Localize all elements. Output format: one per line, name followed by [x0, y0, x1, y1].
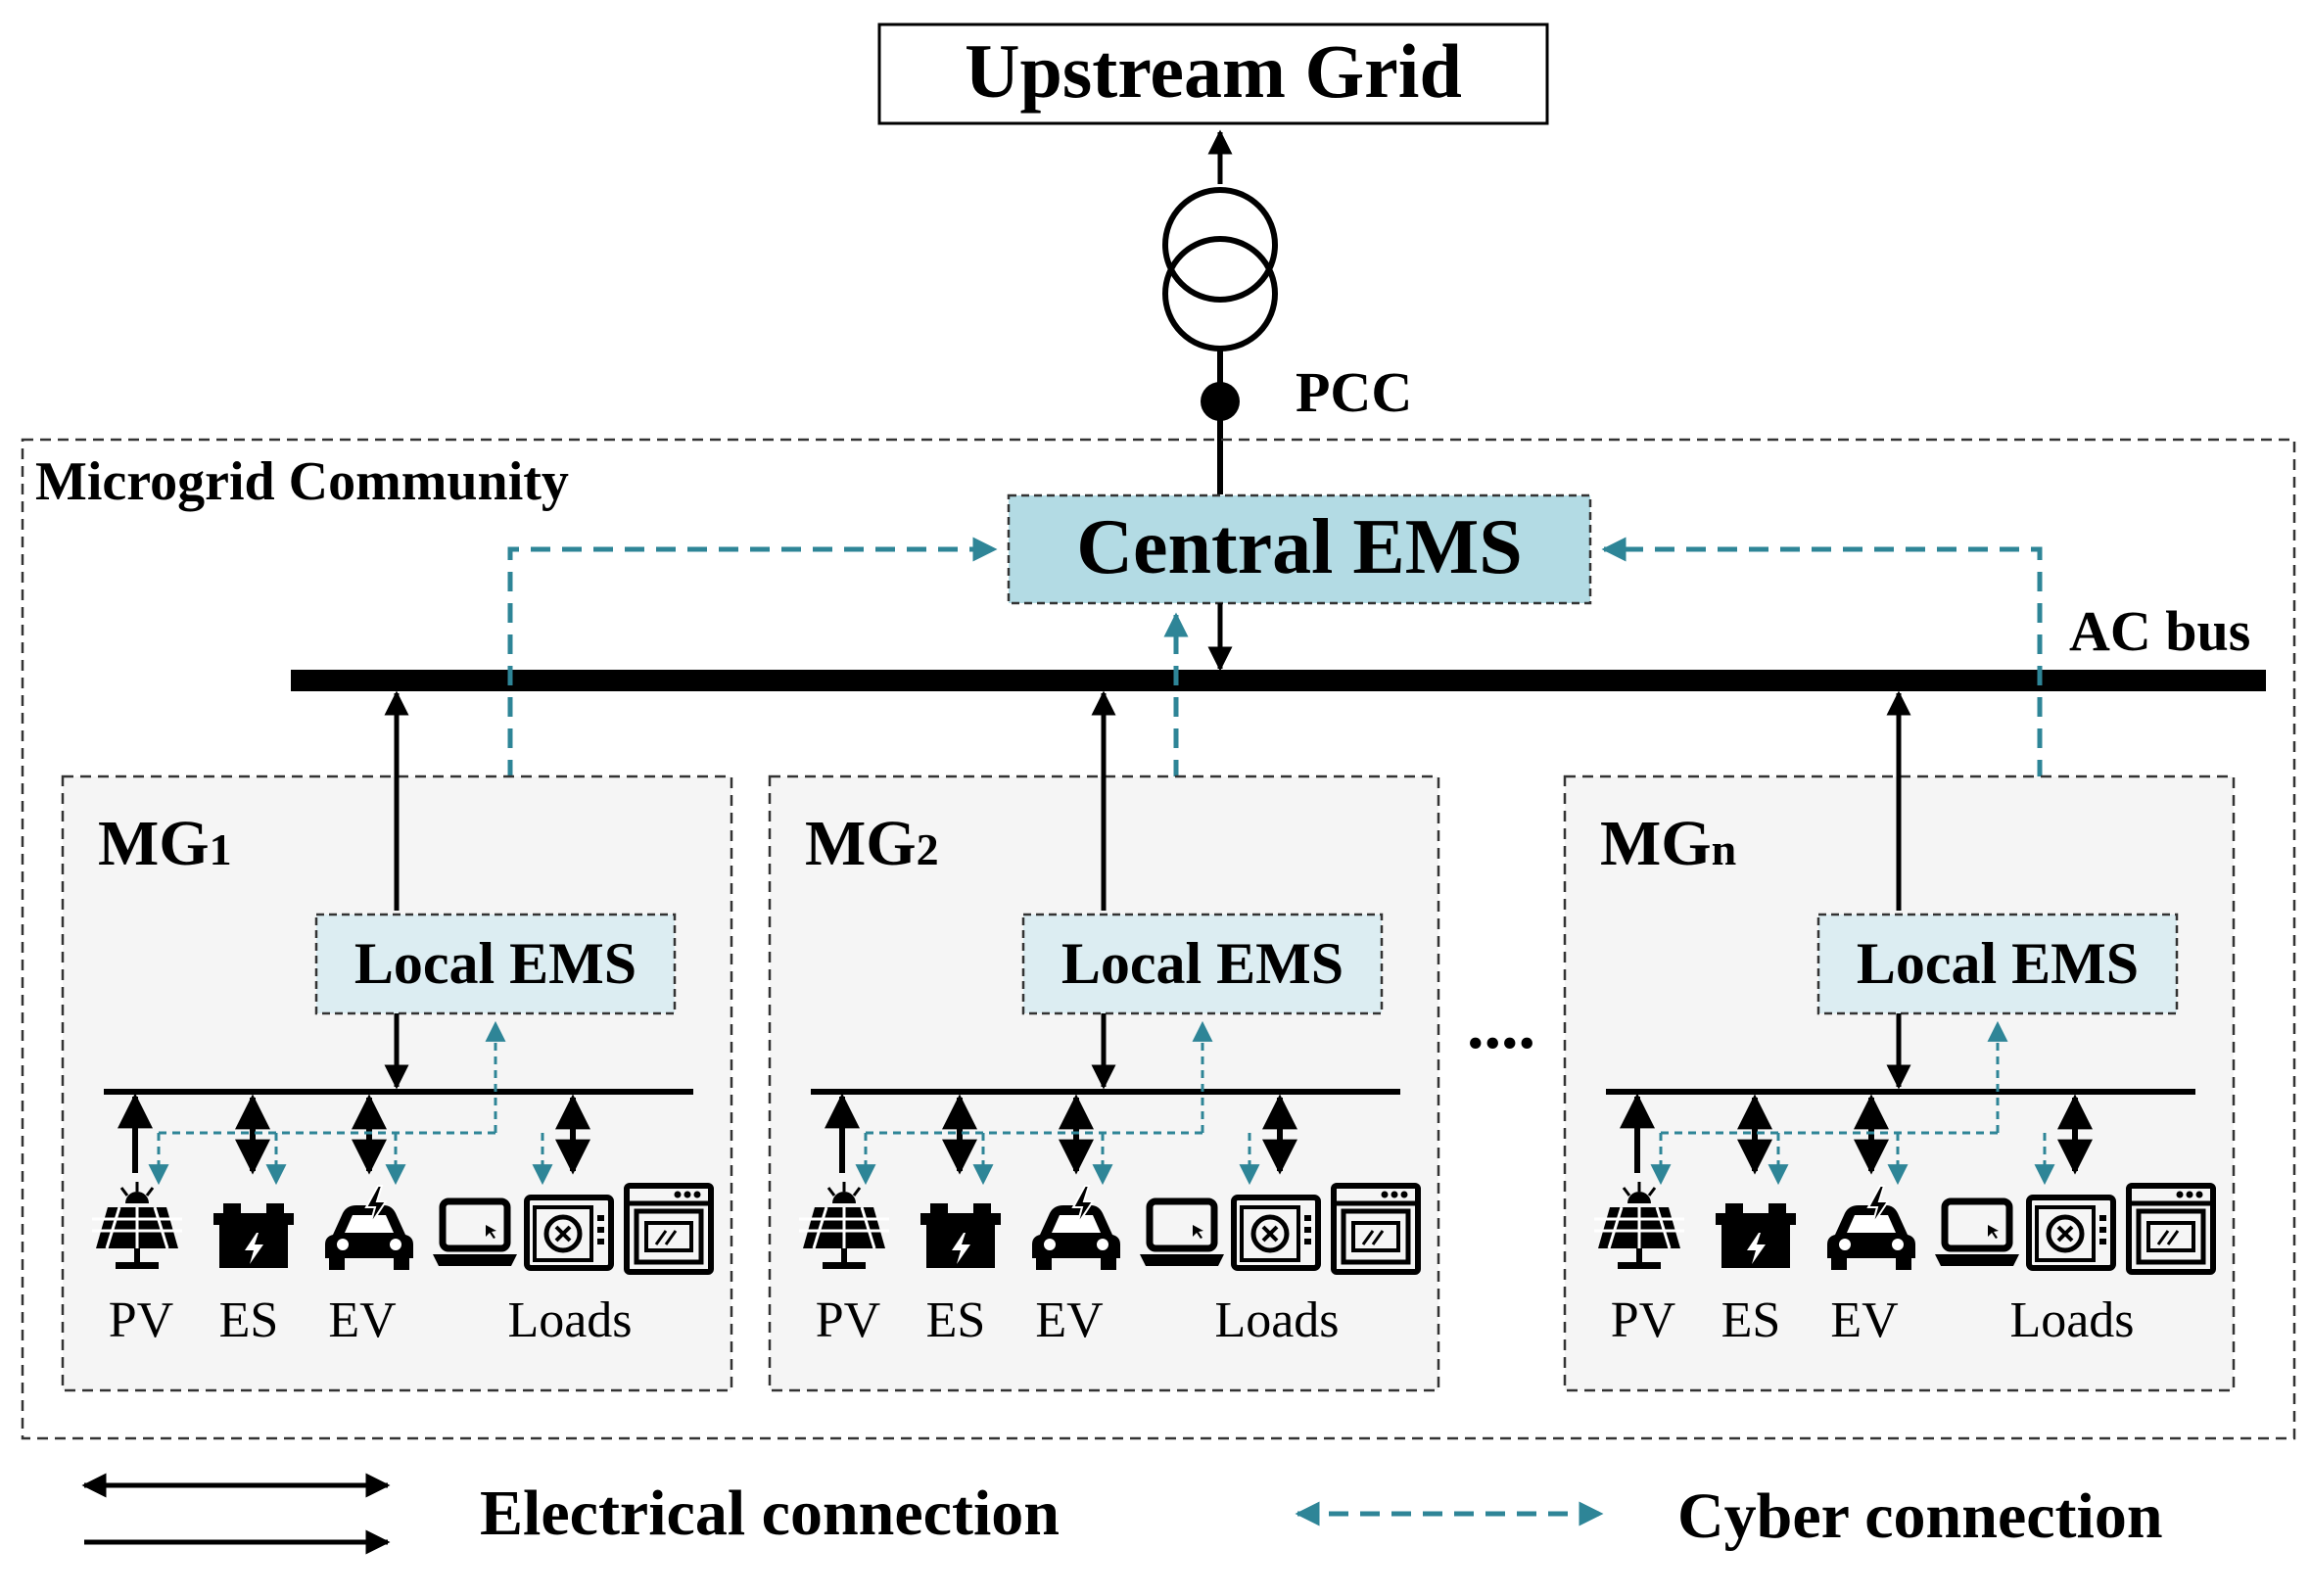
electric-car-icon	[1032, 1185, 1120, 1270]
ac-bus-label: AC bus	[2069, 599, 2250, 663]
local-ems-label: Local EMS	[1857, 931, 2139, 996]
local-ems-box	[1816, 913, 2179, 1015]
microgrid-name-main: MG	[98, 808, 210, 879]
laptop-icon	[1935, 1197, 2019, 1266]
solar-panel-icon	[1594, 1182, 1684, 1269]
legend-electrical-label: Electrical connection	[480, 1478, 1060, 1549]
device-label-pv: PV	[1611, 1292, 1675, 1348]
legend-electrical-arrow-icon	[81, 1473, 391, 1555]
central-ems-label: Central EMS	[1076, 504, 1523, 590]
electric-car-icon	[1827, 1185, 1915, 1270]
oven-icon	[1331, 1183, 1421, 1275]
legend: Electrical connection Cyber connection	[81, 1473, 2163, 1555]
oven-icon	[624, 1183, 714, 1275]
laptop-icon	[433, 1197, 517, 1266]
central-ems: Central EMS	[1007, 493, 1592, 605]
microgrid-name: MG1	[98, 808, 232, 879]
microgrid-name: MGn	[1600, 808, 1736, 879]
solar-panel-icon	[92, 1182, 182, 1269]
battery-icon	[213, 1203, 294, 1268]
device-label-pv: PV	[109, 1292, 173, 1348]
device-label-es: ES	[219, 1292, 279, 1348]
pcc-node	[1201, 382, 1240, 421]
device-label-loads: Loads	[507, 1292, 632, 1348]
device-label-ev: EV	[1035, 1292, 1103, 1348]
community-label: Microgrid Community	[35, 451, 569, 512]
microgrid-name-subscript: 2	[917, 824, 939, 874]
transformer	[1162, 129, 1278, 494]
device-label-ev: EV	[1830, 1292, 1898, 1348]
local-ems-label: Local EMS	[354, 931, 636, 996]
microgrid-ellipsis: ....	[1467, 988, 1535, 1063]
washing-machine-icon	[1231, 1195, 1321, 1271]
upstream-grid: Upstream Grid	[877, 23, 1549, 125]
upstream-grid-label: Upstream Grid	[965, 28, 1462, 114]
electric-car-icon	[325, 1185, 413, 1270]
device-label-es: ES	[926, 1292, 986, 1348]
microgrid-name-subscript: 1	[210, 824, 232, 874]
local-ems-box	[1021, 913, 1384, 1015]
microgrid-name-main: MG	[1600, 808, 1712, 879]
pcc-label: PCC	[1296, 360, 1412, 424]
device-label-ev: EV	[328, 1292, 396, 1348]
washing-machine-icon	[2026, 1195, 2116, 1271]
microgrid-community-boundary	[21, 438, 2296, 1440]
solar-panel-icon	[799, 1182, 889, 1269]
microgrid-name-main: MG	[805, 808, 917, 879]
battery-icon	[1716, 1203, 1796, 1268]
device-label-pv: PV	[816, 1292, 880, 1348]
microgrid-name-subscript: n	[1712, 824, 1737, 874]
battery-icon	[920, 1203, 1001, 1268]
device-label-loads: Loads	[2009, 1292, 2134, 1348]
device-label-es: ES	[1721, 1292, 1781, 1348]
local-ems-box	[314, 913, 677, 1015]
ac-bus	[291, 670, 2266, 691]
microgrid-name: MG2	[805, 808, 939, 879]
oven-icon	[2126, 1183, 2216, 1275]
laptop-icon	[1140, 1197, 1224, 1266]
washing-machine-icon	[524, 1195, 614, 1271]
local-ems-label: Local EMS	[1061, 931, 1344, 996]
device-label-loads: Loads	[1214, 1292, 1339, 1348]
legend-cyber-label: Cyber connection	[1677, 1480, 2163, 1552]
